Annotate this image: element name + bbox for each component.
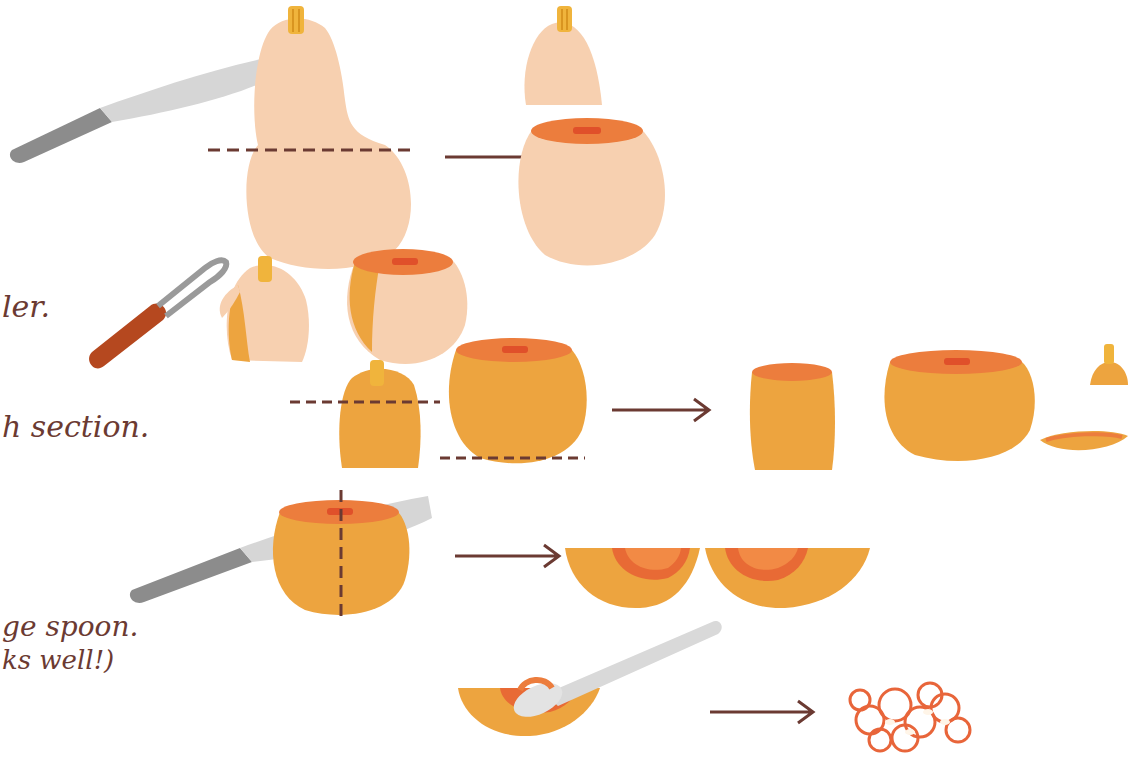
- orange-bulb: [273, 490, 409, 622]
- instruction-text: ler.: [2, 290, 50, 323]
- peeler: [89, 260, 226, 368]
- orange-neck: [290, 360, 440, 468]
- peeled-bulb: [347, 249, 467, 364]
- peeled-neck: [220, 256, 309, 362]
- cut-squash: [518, 6, 665, 265]
- seed-pile: [850, 683, 970, 751]
- arrow: [710, 701, 813, 723]
- squash-halves: [565, 548, 870, 608]
- arrow: [612, 399, 709, 421]
- arrow: [455, 545, 559, 567]
- instruction-text: ge spoon.: [2, 612, 138, 643]
- instruction-text: h section.: [2, 410, 149, 443]
- knife: [10, 58, 268, 163]
- half-with-spoon: [458, 621, 722, 736]
- instruction-text: ks well!): [2, 646, 114, 675]
- whole-squash: [208, 6, 411, 269]
- trimmed-pieces: [750, 344, 1128, 470]
- orange-bulb: [440, 338, 587, 463]
